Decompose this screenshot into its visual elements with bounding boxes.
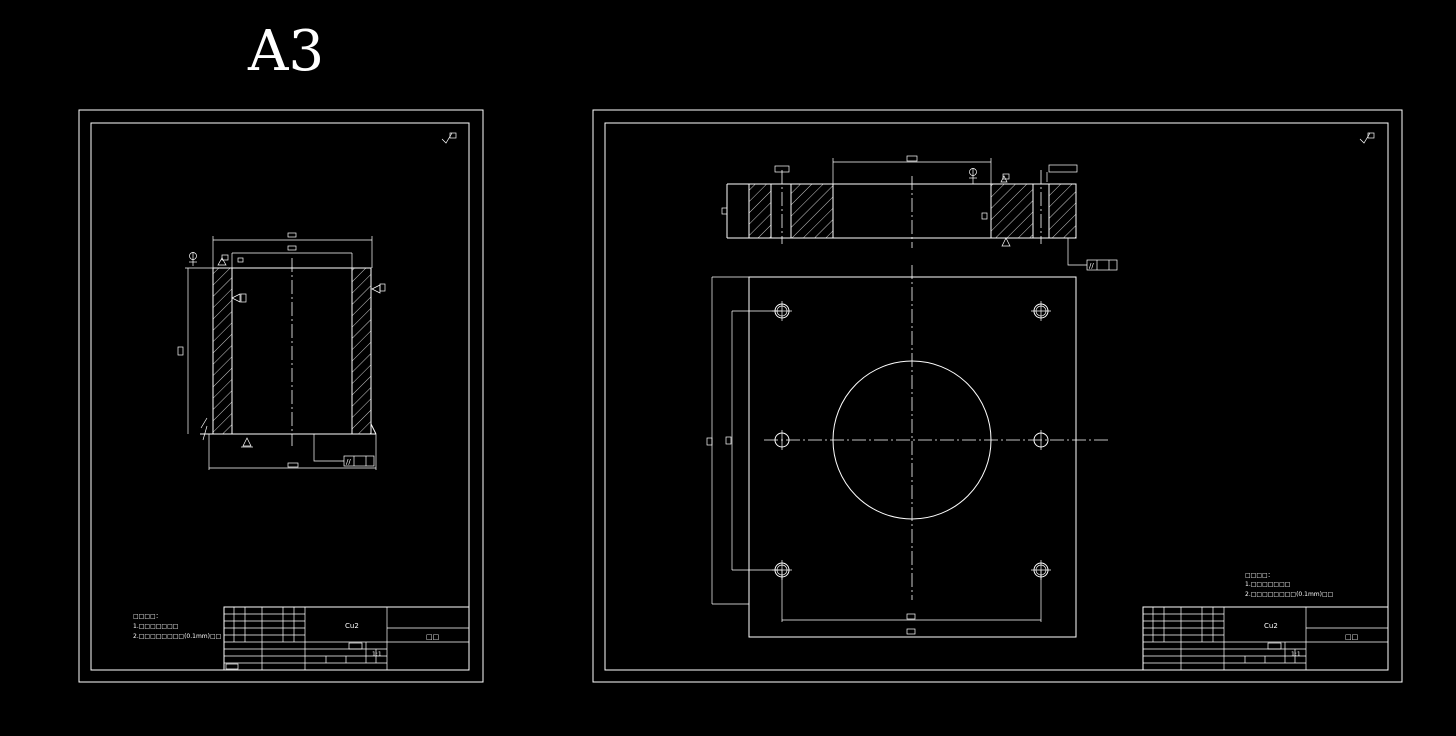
title-block-scale: 1:1 — [372, 651, 382, 658]
title-block-scale: 1:1 — [1291, 651, 1301, 658]
title-block-part-name: □□ — [1345, 633, 1358, 641]
sheet-border-inner — [90, 122, 470, 671]
plate-plan-view — [706, 265, 1110, 638]
title-block-material: Cu2 — [345, 622, 359, 630]
bolt-hole — [772, 560, 792, 580]
center-bore-circle — [832, 360, 992, 520]
svg-text://: // — [1089, 262, 1094, 270]
sheet-border-outer — [592, 109, 1403, 683]
sheet-border-inner — [604, 122, 1389, 671]
tech-note-2: 2.□□□□□□□□(0.1mm)□□ — [1245, 591, 1333, 598]
bolt-hole — [1033, 430, 1049, 450]
bolt-hole — [1031, 560, 1051, 580]
bolt-hole — [774, 430, 790, 450]
tech-note-1: 1.□□□□□□□ — [1245, 581, 1290, 588]
roughness-symbol — [1359, 132, 1375, 144]
drawing-sheet-right: // — [592, 109, 1403, 683]
svg-text://: // — [346, 458, 351, 466]
tech-note-heading: □□□□： — [1245, 572, 1274, 579]
sheet-label: A3 — [247, 19, 324, 84]
tech-note-2: 2.□□□□□□□□(0.1mm)□□ — [133, 633, 221, 640]
title-block-part-name: □□ — [426, 633, 439, 641]
bolt-hole — [772, 301, 792, 321]
plate-section-view: // — [721, 155, 1118, 271]
drawing-sheet-left: // □□□□： 1.□□□□□□□ 2.□□□□□□□□(0.1mm)□□ — [78, 109, 484, 683]
roughness-symbol — [441, 132, 457, 144]
tech-note-1: 1.□□□□□□□ — [133, 623, 178, 630]
sheet-border-outer — [78, 109, 484, 683]
tech-note-heading: □□□□： — [133, 613, 162, 620]
title-block-material: Cu2 — [1264, 622, 1278, 630]
part-section-view: // — [177, 232, 386, 470]
title-block: Cu2 □□ 1:1 — [1142, 606, 1389, 671]
bolt-hole — [1031, 301, 1051, 321]
title-block: Cu2 □□ 1:1 — [223, 606, 470, 671]
